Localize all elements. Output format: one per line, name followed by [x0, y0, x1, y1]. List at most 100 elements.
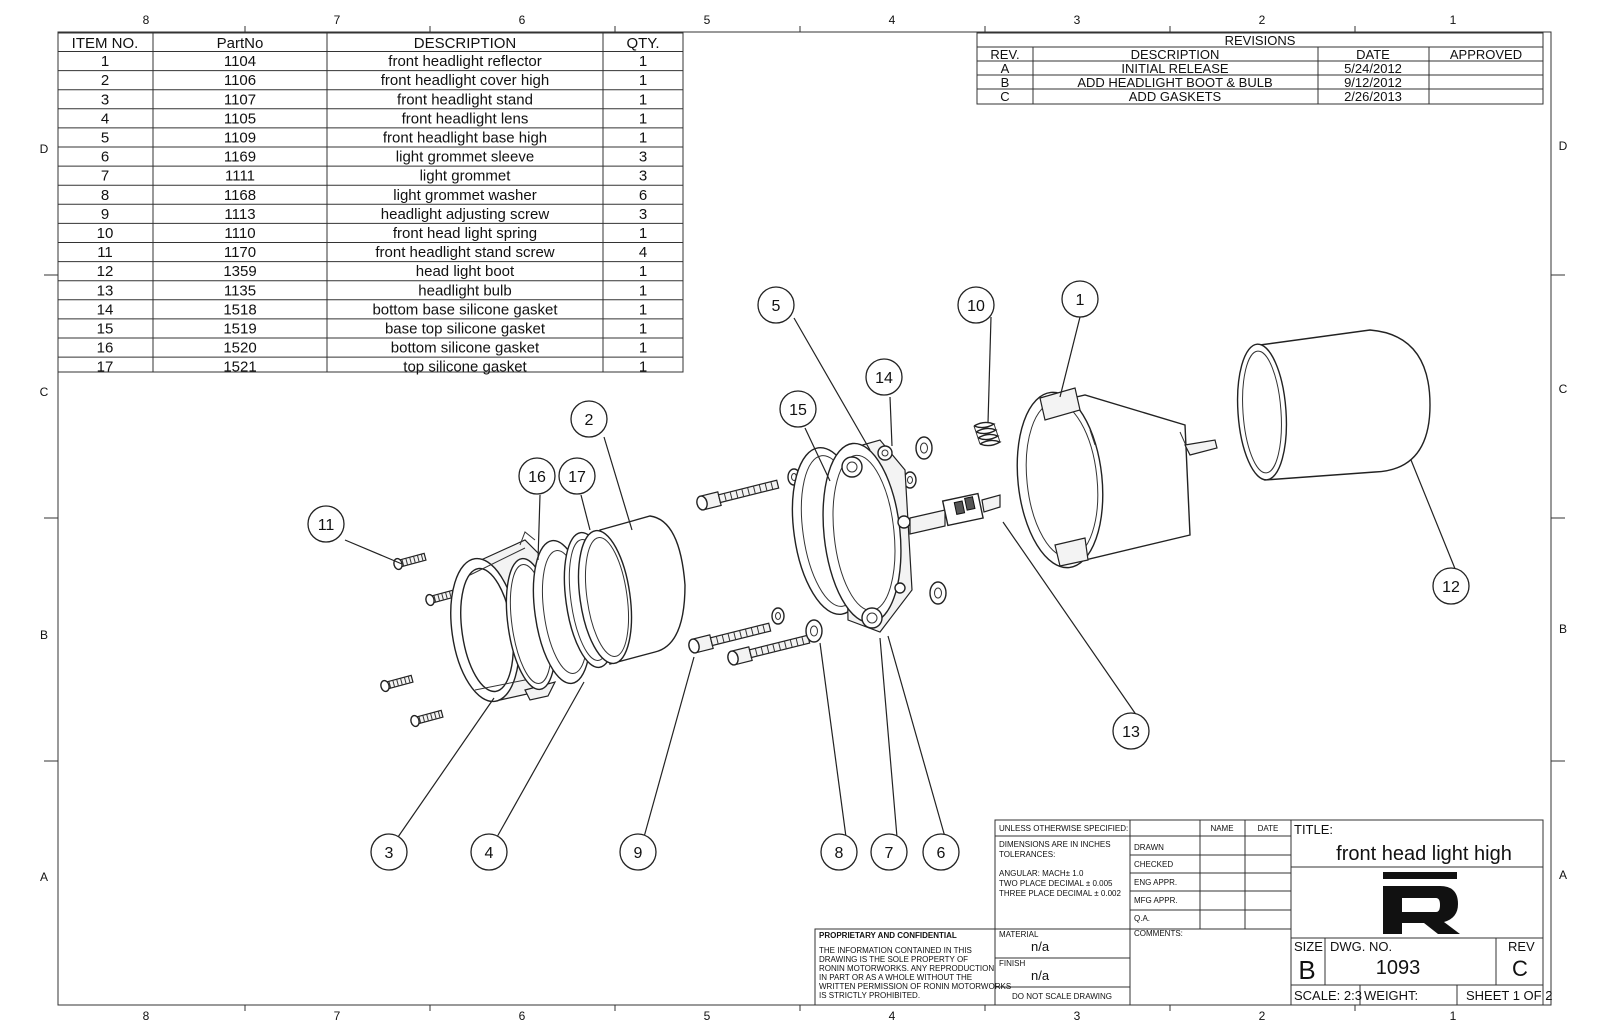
tb-name-header: NAME	[1210, 824, 1233, 833]
bom-description: front headlight stand screw	[375, 244, 554, 261]
tb-dims: DIMENSIONS ARE IN INCHES	[999, 840, 1111, 849]
bom-description: base top silicone gasket	[385, 321, 546, 338]
headlight-reflector-part	[1016, 387, 1218, 569]
rev-row-b-rev: B	[1001, 75, 1010, 90]
bom-part-no: 1169	[224, 149, 256, 166]
item-balloon: 7	[870, 833, 908, 871]
leader-lines	[344, 316, 1461, 838]
bom-description: head light boot	[416, 263, 515, 280]
bom-item-no: 10	[97, 225, 114, 242]
tb-three-place: THREE PLACE DECIMAL ± 0.002	[999, 889, 1121, 898]
headlight-bulb-part	[909, 492, 1001, 535]
bom-header-qty: QTY.	[626, 35, 659, 52]
bom-part-no: 1520	[223, 340, 256, 357]
bom-qty: 1	[639, 282, 647, 299]
balloon-label: 13	[1122, 724, 1140, 741]
tb-dwg-label: DWG. NO.	[1330, 939, 1392, 954]
bom-part-no: 1113	[224, 206, 255, 223]
rev-header-description: DESCRIPTION	[1131, 47, 1220, 62]
bom-description: front head light spring	[393, 225, 537, 242]
item-balloon: 9	[619, 833, 657, 871]
zone-col-bottom: 2	[1259, 1009, 1266, 1023]
bom-qty: 3	[639, 168, 647, 185]
bom-part-no: 1359	[223, 263, 256, 280]
rev-row-c-desc: ADD GASKETS	[1129, 89, 1222, 104]
tb-finish-label: FINISH	[999, 959, 1025, 968]
zone-row-right: C	[1559, 382, 1568, 396]
bom-description: front headlight reflector	[388, 53, 541, 70]
bom-qty: 1	[639, 301, 647, 318]
bom-qty: 1	[639, 91, 647, 108]
tb-checked: CHECKED	[1134, 860, 1173, 869]
tb-proprietary-line: IN PART OR AS A WHOLE WITHOUT THE	[819, 973, 972, 982]
zone-col-bottom: 1	[1450, 1009, 1457, 1023]
adjusting-screw-part	[688, 479, 811, 666]
zone-col-top: 4	[889, 13, 896, 27]
bom-item-no: 8	[101, 187, 109, 204]
balloon-label: 15	[789, 402, 807, 419]
tb-scale: SCALE: 2:3	[1294, 988, 1362, 1003]
balloon-label: 11	[318, 517, 335, 534]
zone-col-bottom: 8	[143, 1009, 150, 1023]
tb-date-header: DATE	[1258, 824, 1279, 833]
tb-finish-value: n/a	[1031, 968, 1050, 983]
bom-qty: 6	[639, 187, 647, 204]
revisions-title: REVISIONS	[1225, 33, 1296, 48]
headlight-spring-part	[973, 421, 1002, 447]
rev-row-c-rev: C	[1000, 89, 1009, 104]
bom-qty: 1	[639, 321, 647, 338]
bom-part-no: 1106	[224, 72, 256, 89]
bom-item-no: 2	[101, 72, 109, 89]
balloon-label: 16	[528, 469, 546, 486]
tb-qa: Q.A.	[1134, 914, 1150, 923]
grommet-washer-part	[771, 436, 947, 643]
rev-row-a-rev: A	[1001, 61, 1010, 76]
tb-angular: ANGULAR: MACH± 1.0	[999, 869, 1084, 878]
tb-tolerances: TOLERANCES:	[999, 850, 1055, 859]
tb-weight: WEIGHT:	[1364, 988, 1418, 1003]
bom-qty: 4	[639, 244, 647, 261]
zone-row-left: B	[40, 628, 48, 642]
balloon-label: 7	[885, 845, 894, 862]
tb-title-label: TITLE:	[1294, 822, 1333, 837]
balloon-label: 17	[568, 469, 586, 486]
bom-description: bottom base silicone gasket	[372, 301, 558, 318]
bom-header-description: DESCRIPTION	[414, 35, 517, 52]
bom-description: top silicone gasket	[403, 359, 527, 376]
tb-rev: C	[1512, 956, 1528, 981]
item-balloon: 13	[1112, 712, 1150, 750]
stand-screw-part	[380, 552, 459, 728]
zone-col-bottom: 6	[519, 1009, 526, 1023]
tb-drawn: DRAWN	[1134, 843, 1164, 852]
item-balloon: 4	[470, 833, 508, 871]
tb-unless: UNLESS OTHERWISE SPECIFIED:	[999, 824, 1128, 833]
tb-dwg-no: 1093	[1376, 957, 1421, 979]
balloon-label: 2	[585, 412, 594, 429]
drawing-border	[44, 26, 1565, 1011]
rev-header-approved: APPROVED	[1450, 47, 1522, 62]
bom-part-no: 1168	[224, 187, 256, 204]
bom-item-no: 15	[97, 321, 114, 338]
bom-description: light grommet	[420, 168, 512, 185]
zone-row-left: A	[40, 870, 48, 884]
tb-title: front head light high	[1336, 843, 1512, 865]
zone-col-bottom: 5	[704, 1009, 711, 1023]
balloon-label: 14	[875, 370, 893, 387]
balloon-label: 1	[1076, 292, 1085, 309]
rev-row-a-desc: INITIAL RELEASE	[1121, 61, 1228, 76]
bom-qty: 1	[639, 130, 647, 147]
item-balloon: 17	[558, 457, 596, 495]
tb-proprietary-line: DRAWING IS THE SOLE PROPERTY OF	[819, 955, 968, 964]
bom-header-item: ITEM NO.	[72, 35, 139, 52]
rev-row-b-date: 9/12/2012	[1344, 75, 1402, 90]
tb-proprietary-title: PROPRIETARY AND CONFIDENTIAL	[819, 931, 957, 940]
bom-description: headlight bulb	[418, 282, 511, 299]
bom-item-no: 5	[101, 130, 109, 147]
bom-description: bottom silicone gasket	[391, 340, 540, 357]
bom-description: front headlight stand	[397, 91, 533, 108]
balloon-label: 6	[937, 845, 946, 862]
balloon-label: 10	[967, 298, 985, 315]
bom-qty: 1	[639, 72, 647, 89]
item-balloon: 11	[307, 505, 345, 543]
